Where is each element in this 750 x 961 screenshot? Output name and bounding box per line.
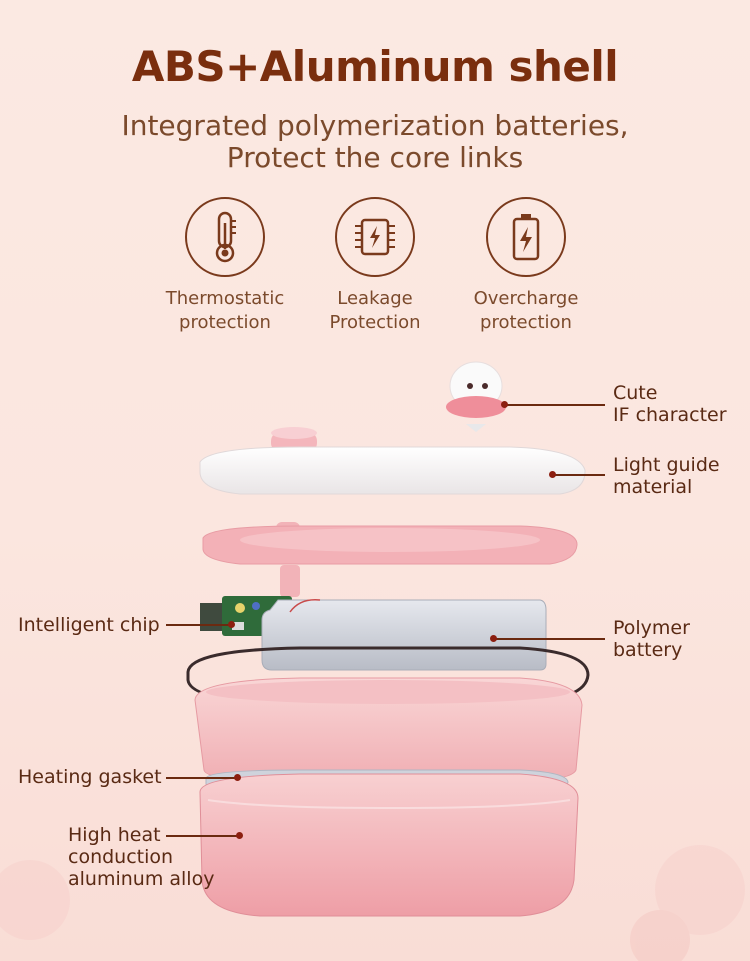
thermometer-icon: [185, 197, 265, 277]
leader-line-light-guide: [553, 474, 605, 476]
leader-dot-alloy: [236, 832, 243, 839]
callout-chip: Intelligent chip: [18, 614, 160, 636]
connector-post: [280, 565, 300, 597]
feature-label-line2: protection: [480, 312, 572, 333]
battery-lightning-icon: [486, 197, 566, 277]
feature-overcharge: Overcharge protection: [436, 197, 616, 335]
callout-battery: Polymer battery: [613, 617, 690, 661]
page-subtitle: Integrated polymerization batteries, Pro…: [0, 110, 750, 174]
leader-dot-light-guide: [549, 471, 556, 478]
callout-line1: High heat: [68, 824, 161, 846]
inner-shell: [194, 677, 583, 783]
callout-line2: IF character: [613, 404, 727, 426]
leader-line-chip: [166, 624, 230, 626]
leader-line-battery: [494, 638, 605, 640]
pink-plate: [202, 522, 578, 565]
leader-dot-battery: [490, 635, 497, 642]
feature-label-line1: Leakage: [337, 288, 413, 309]
callout-line1: Light guide: [613, 454, 720, 476]
leader-line-character: [505, 404, 605, 406]
feature-thermostatic: Thermostatic protection: [135, 197, 315, 335]
leader-line-alloy: [166, 835, 238, 837]
callout-line1: Heating gasket: [18, 766, 162, 788]
callout-line2: conduction: [68, 846, 174, 868]
callout-line2: material: [613, 476, 693, 498]
product-exploded-view: [0, 361, 745, 961]
callout-line1: Intelligent chip: [18, 614, 160, 636]
page-title: ABS+Aluminum shell: [131, 42, 619, 91]
feature-label-line1: Thermostatic: [165, 288, 285, 309]
callout-line3: aluminum alloy: [68, 868, 215, 890]
callout-line1: Cute: [613, 382, 658, 404]
light-guide-lid: [199, 427, 586, 495]
callout-character: Cute IF character: [613, 382, 727, 426]
feature-label-line2: Protection: [329, 312, 421, 333]
leader-dot-chip: [228, 621, 235, 628]
feature-leakage: Leakage Protection: [285, 197, 465, 335]
feature-label-line1: Overcharge: [473, 288, 579, 309]
subtitle-line-1: Integrated polymerization batteries,: [121, 109, 629, 142]
leader-line-gasket: [166, 777, 236, 779]
callout-light-guide: Light guide material: [613, 454, 720, 498]
callout-line2: battery: [613, 639, 683, 661]
chip-lightning-icon: [335, 197, 415, 277]
aluminum-shell: [199, 773, 579, 917]
leader-dot-gasket: [234, 774, 241, 781]
blossom-decoration: [0, 845, 745, 961]
feature-label-line2: protection: [179, 312, 271, 333]
polymer-battery: [261, 599, 547, 671]
callout-line1: Polymer: [613, 617, 690, 639]
leader-dot-character: [501, 401, 508, 408]
callout-alloy: High heat conduction aluminum alloy: [68, 824, 214, 890]
subtitle-line-2: Protect the core links: [226, 141, 524, 174]
character-figurine: [446, 361, 506, 432]
callout-gasket: Heating gasket: [18, 766, 162, 788]
